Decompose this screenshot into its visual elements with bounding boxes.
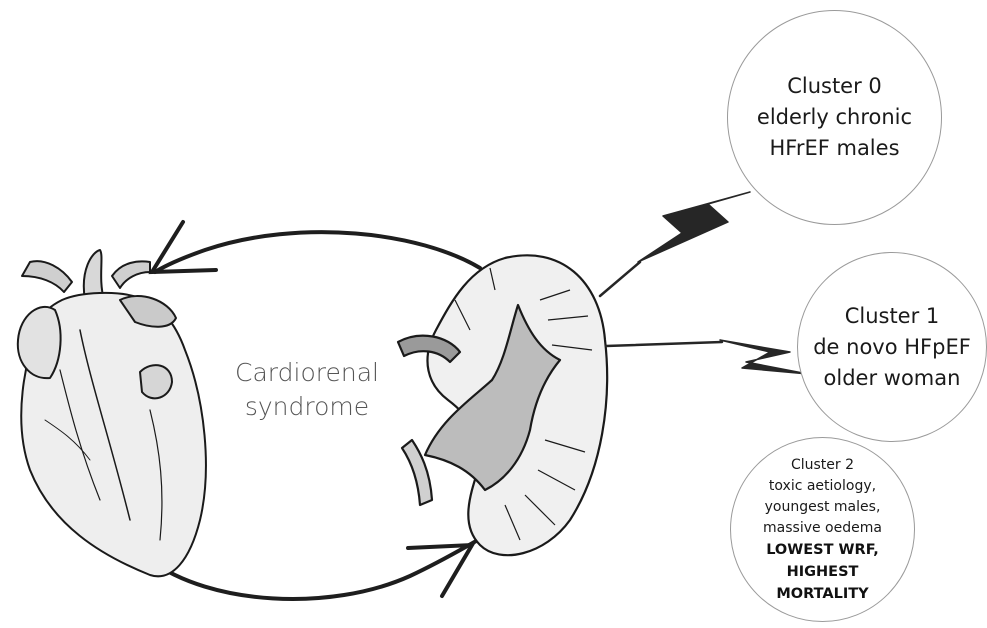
- cluster-2-title: Cluster 2: [791, 455, 854, 476]
- cluster-0-line-3: HFrEF males: [769, 133, 899, 164]
- cluster-2-line-4: massive oedema: [763, 518, 882, 539]
- bolt-to-cluster-0: [638, 192, 750, 262]
- heart-appendage: [140, 365, 172, 398]
- cluster-0-line-2: elderly chronic: [757, 102, 912, 133]
- cluster-1-line-2: de novo HFpEF: [813, 332, 971, 363]
- cluster-2-bold-line-2: HIGHEST: [787, 561, 859, 583]
- kidney-icon: [398, 255, 607, 555]
- aorta-branch-right: [112, 261, 150, 288]
- heart-icon: [18, 250, 206, 576]
- center-label-line-1: Cardiorenal: [212, 356, 402, 390]
- cardiorenal-syndrome-label: Cardiorenal syndrome: [212, 356, 402, 424]
- lightning-bolt-icon: [638, 192, 808, 374]
- bolt-connectors: [600, 262, 722, 346]
- cluster-0-circle: Cluster 0 elderly chronic HFrEF males: [727, 10, 942, 225]
- cluster-0-title: Cluster 0: [787, 71, 882, 102]
- cluster-1-line-3: older woman: [824, 363, 961, 394]
- cluster-2-bold-line-1: LOWEST WRF,: [766, 539, 879, 561]
- center-label-line-2: syndrome: [212, 390, 402, 424]
- cluster-2-line-3: youngest males,: [765, 497, 881, 518]
- aorta-branch-left: [22, 261, 72, 292]
- cluster-2-bold-line-3: MORTALITY: [776, 583, 868, 605]
- cluster-1-circle: Cluster 1 de novo HFpEF older woman: [797, 252, 987, 442]
- cluster-1-title: Cluster 1: [845, 301, 940, 332]
- kidney-to-heart-arrow: [155, 232, 480, 272]
- kidney-to-heart-arrowhead: [152, 222, 216, 272]
- heart-atrium: [18, 307, 61, 378]
- cluster-2-line-2: toxic aetiology,: [769, 476, 876, 497]
- cluster-2-circle: Cluster 2 toxic aetiology, youngest male…: [730, 437, 915, 622]
- bolt-to-cluster-1: [720, 340, 808, 374]
